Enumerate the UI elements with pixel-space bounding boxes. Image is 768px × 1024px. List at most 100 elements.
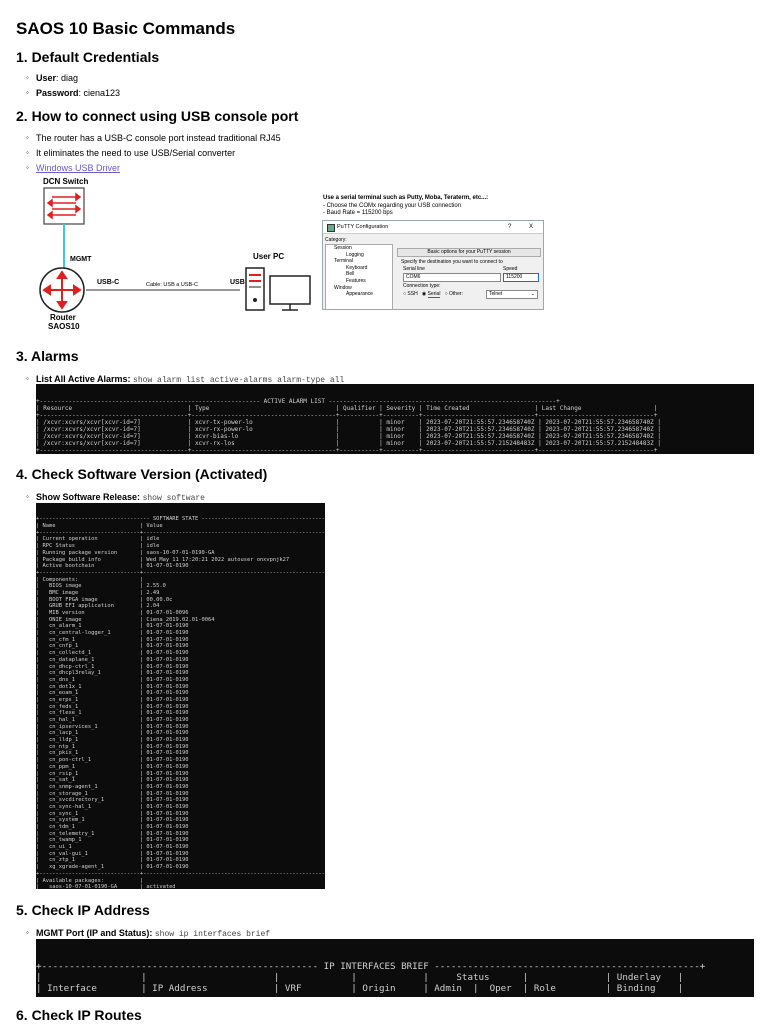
terminal-line: +-------------------------------+-------… bbox=[36, 569, 325, 576]
putty-titlebar: PuTTY Configuration ? X bbox=[323, 221, 543, 234]
pc-tower-icon bbox=[245, 267, 265, 311]
terminal-line: +---------------------------------- SOFT… bbox=[36, 516, 325, 523]
heading-default-credentials: 1. Default Credentials bbox=[16, 49, 160, 65]
terminal-line: | Running package version | saos-10-07-0… bbox=[36, 549, 325, 556]
terminal-line: | saos-10-07-01-0190-GA | activated | bbox=[36, 884, 325, 889]
terminal-line: | cn_storage_1 | 01-07-01-0190 | bbox=[36, 790, 325, 797]
terminal-line: | cn_twamp_1 | 01-07-01-0190 | bbox=[36, 837, 325, 844]
mgmt-label: MGMT bbox=[70, 256, 92, 263]
terminal-line: | cn_snmp-agent_1 | 01-07-01-0190 | bbox=[36, 783, 325, 790]
terminal-line: +---------------------------------------… bbox=[36, 398, 560, 405]
usb-label: USB bbox=[230, 279, 245, 286]
heading-ip-address: 5. Check IP Address bbox=[16, 902, 150, 918]
connection-type-label: Connection type: bbox=[403, 283, 441, 289]
terminal-line: | cn_sync-hal_1 | 01-07-01-0190 | bbox=[36, 803, 325, 810]
credentials-list: User: diag Password: ciena123 bbox=[26, 71, 120, 101]
list-item: List All Active Alarms: show alarm list … bbox=[26, 372, 344, 387]
other-protocol-select[interactable]: Telnet⌄ bbox=[486, 290, 538, 299]
password-value: : ciena123 bbox=[78, 88, 121, 98]
terminal-line: | cn_pon-ctrl_1 | 01-07-01-0190 | bbox=[36, 757, 325, 764]
terminal-line: | cn_lacp_1 | 01-07-01-0190 | bbox=[36, 730, 325, 737]
terminal-line: | cn_alarm_1 | 01-07-01-0190 | bbox=[36, 623, 325, 630]
terminal-line: | cn_flexe_1 | 01-07-01-0190 | bbox=[36, 710, 325, 717]
terminal-line: | RPC Status | idle | bbox=[36, 543, 325, 550]
speed-label: Speed bbox=[503, 266, 518, 272]
terminal-line: +---------------------------------------… bbox=[36, 412, 658, 419]
tree-item-keyboard[interactable]: Keyboard bbox=[346, 264, 368, 271]
terminal-line: | Name | Value | bbox=[36, 523, 325, 530]
putty-title: PuTTY Configuration bbox=[337, 224, 389, 230]
serial-note: Use a serial terminal such as Putty, Mob… bbox=[323, 195, 488, 218]
windows-usb-driver-link[interactable]: Windows USB Driver bbox=[36, 163, 121, 173]
terminal-line: | cn_collectd_1 | 01-07-01-0190 | bbox=[36, 650, 325, 657]
terminal-line: | Available packages: | | bbox=[36, 877, 325, 884]
chevron-down-icon: ⌄ bbox=[530, 291, 535, 297]
help-button[interactable]: ? bbox=[508, 224, 512, 230]
terminal-line: | cn_sync_1 | 01-07-01-0190 | bbox=[36, 810, 325, 817]
category-tree[interactable]: Session Logging Terminal Keyboard Bell F… bbox=[325, 244, 393, 309]
terminal-line: | cn_cfm_1 | 01-07-01-0190 | bbox=[36, 636, 325, 643]
usbc-label: USB-C bbox=[97, 279, 120, 286]
terminal-line: | cn_lldp_1 | 01-07-01-0190 | bbox=[36, 737, 325, 744]
terminal-line: | cn_sat_1 | 01-07-01-0190 | bbox=[36, 777, 325, 784]
terminal-line: +---------------------------------------… bbox=[36, 447, 658, 454]
tree-item-bell[interactable]: Bell bbox=[346, 271, 355, 278]
tree-item-features[interactable]: Features bbox=[346, 277, 366, 284]
radio-ssh[interactable]: ○ SSH bbox=[403, 291, 418, 297]
connection-type-radios: ○ SSH ◉ Serial ○ Other: bbox=[403, 291, 463, 298]
serial-line-input[interactable]: COM6 bbox=[403, 273, 501, 282]
terminal-line: | cn_pkix_1 | 01-07-01-0190 | bbox=[36, 750, 325, 757]
note-line: - Choose the COMx regarding your USB con… bbox=[323, 202, 462, 209]
terminal-line: | cn_rsip_1 | 01-07-01-0190 | bbox=[36, 770, 325, 777]
terminal-line: | BIOS image | 2.55.0 | bbox=[36, 583, 325, 590]
terminal-line: | cn_ui_1 | 01-07-01-0190 | bbox=[36, 844, 325, 851]
alarms-command: show alarm list active-alarms alarm-type… bbox=[133, 376, 345, 385]
speed-input[interactable]: 115200 bbox=[503, 273, 539, 282]
tree-item-appearance[interactable]: Appearance bbox=[346, 291, 373, 298]
terminal-lines: +---------------------------------------… bbox=[36, 398, 754, 454]
radio-other[interactable]: ○ Other: bbox=[444, 291, 463, 297]
tree-item-logging[interactable]: Logging bbox=[346, 251, 364, 258]
tree-item-terminal[interactable]: Terminal bbox=[334, 258, 353, 265]
terminal-line: | cn_svcdirectory_1 | 01-07-01-0190 | bbox=[36, 797, 325, 804]
terminal-line: | cn_telemetry_1 | 01-07-01-0190 | bbox=[36, 830, 325, 837]
terminal-line: +-------------------------------+-------… bbox=[36, 529, 325, 536]
page-title: SAOS 10 Basic Commands bbox=[16, 19, 236, 38]
terminal-line: | Interface | IP Address | VRF | Origin … bbox=[36, 983, 684, 994]
usb-list: The router has a USB-C console port inst… bbox=[26, 131, 281, 176]
terminal-line: | cn_eoam_1 | 01-07-01-0190 | bbox=[36, 690, 325, 697]
terminal-line: | Package build info | Wed May 11 17:20:… bbox=[36, 556, 325, 563]
user-pc-label: User PC bbox=[253, 252, 285, 261]
ip-list: MGMT Port (IP and Status): show ip inter… bbox=[26, 926, 270, 941]
terminal-line: | cn_ppm_1 | 01-07-01-0190 | bbox=[36, 763, 325, 770]
terminal-lines: +---------------------------------- SOFT… bbox=[36, 516, 325, 889]
serial-line-label: Serial line bbox=[403, 266, 425, 272]
close-button[interactable]: X bbox=[529, 224, 534, 230]
terminal-line: | cn_dns_1 | 01-07-01-0190 | bbox=[36, 676, 325, 683]
category-label: Category: bbox=[325, 237, 347, 243]
terminal-line: | cn_system_1 | 01-07-01-0190 | bbox=[36, 817, 325, 824]
list-item: Password: ciena123 bbox=[26, 86, 120, 101]
monitor-icon bbox=[269, 275, 311, 305]
terminal-line: | BOOT FPGA image | 00.00.0c | bbox=[36, 596, 325, 603]
terminal-line: | cn_ipservices_1 | 01-07-01-0190 | bbox=[36, 723, 325, 730]
radio-serial[interactable]: ◉ Serial bbox=[421, 291, 441, 298]
terminal-line: | cn_central-logger_1 | 01-07-01-0190 | bbox=[36, 630, 325, 637]
note-line: Use a serial terminal such as Putty, Mob… bbox=[323, 195, 489, 201]
heading-ip-routes: 6. Check IP Routes bbox=[16, 1007, 142, 1023]
software-terminal: +---------------------------------- SOFT… bbox=[36, 503, 325, 889]
terminal-line: | cn_erps_1 | 01-07-01-0190 | bbox=[36, 696, 325, 703]
terminal-line: | | | | | Status | | Underlay | bbox=[36, 972, 684, 983]
router-model-label: SAOS10 bbox=[48, 322, 80, 331]
tree-item-window[interactable]: Window bbox=[334, 284, 352, 291]
terminal-line: | cn_dhcpl3relay_1 | 01-07-01-0190 | bbox=[36, 670, 325, 677]
software-list: Show Software Release: show software bbox=[26, 490, 205, 505]
dcn-switch-label: DCN Switch bbox=[43, 177, 89, 186]
tree-item-session[interactable]: Session bbox=[334, 245, 352, 251]
terminal-line: | /xcvr:xcvrs/xcvr[xcvr-id=7] | xcvr-tx-… bbox=[36, 419, 661, 426]
alarms-label: List All Active Alarms: bbox=[36, 374, 131, 384]
terminal-line: | cn_val-gui_1 | 01-07-01-0190 | bbox=[36, 850, 325, 857]
terminal-line: | BMC image | 2.49 | bbox=[36, 589, 325, 596]
list-item: It eliminates the need to use USB/Serial… bbox=[26, 146, 281, 161]
specify-text: Specify the destination you want to conn… bbox=[401, 259, 503, 265]
